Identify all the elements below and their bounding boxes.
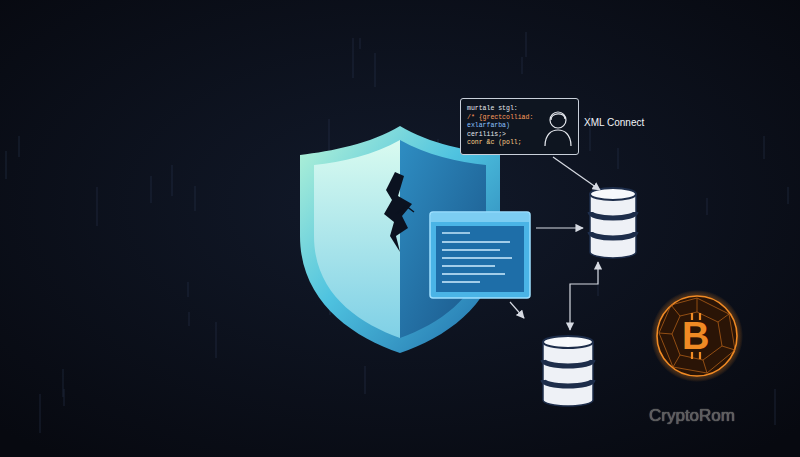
- code-card: murtale stgl:/* {grectcolliad:exlarfarba…: [460, 98, 579, 155]
- code-line: murtale stgl:: [467, 105, 533, 114]
- browser-window: [430, 212, 530, 298]
- code-line: ceriliis;>: [467, 131, 533, 140]
- code-line: /* {grectcolliad:: [467, 114, 533, 123]
- person-icon: [543, 107, 573, 147]
- database-icon: [543, 336, 593, 406]
- bitcoin-symbol: B: [682, 315, 709, 358]
- arrow: [510, 157, 600, 330]
- database-icon: [590, 188, 636, 258]
- node-heading: XML Connect: [584, 117, 644, 128]
- watermark: CryptoRom: [649, 406, 735, 426]
- code-line: conr &c (poll;: [467, 139, 533, 148]
- bitcoin-logo: [651, 290, 743, 382]
- code-line: exlarfarba): [467, 122, 533, 131]
